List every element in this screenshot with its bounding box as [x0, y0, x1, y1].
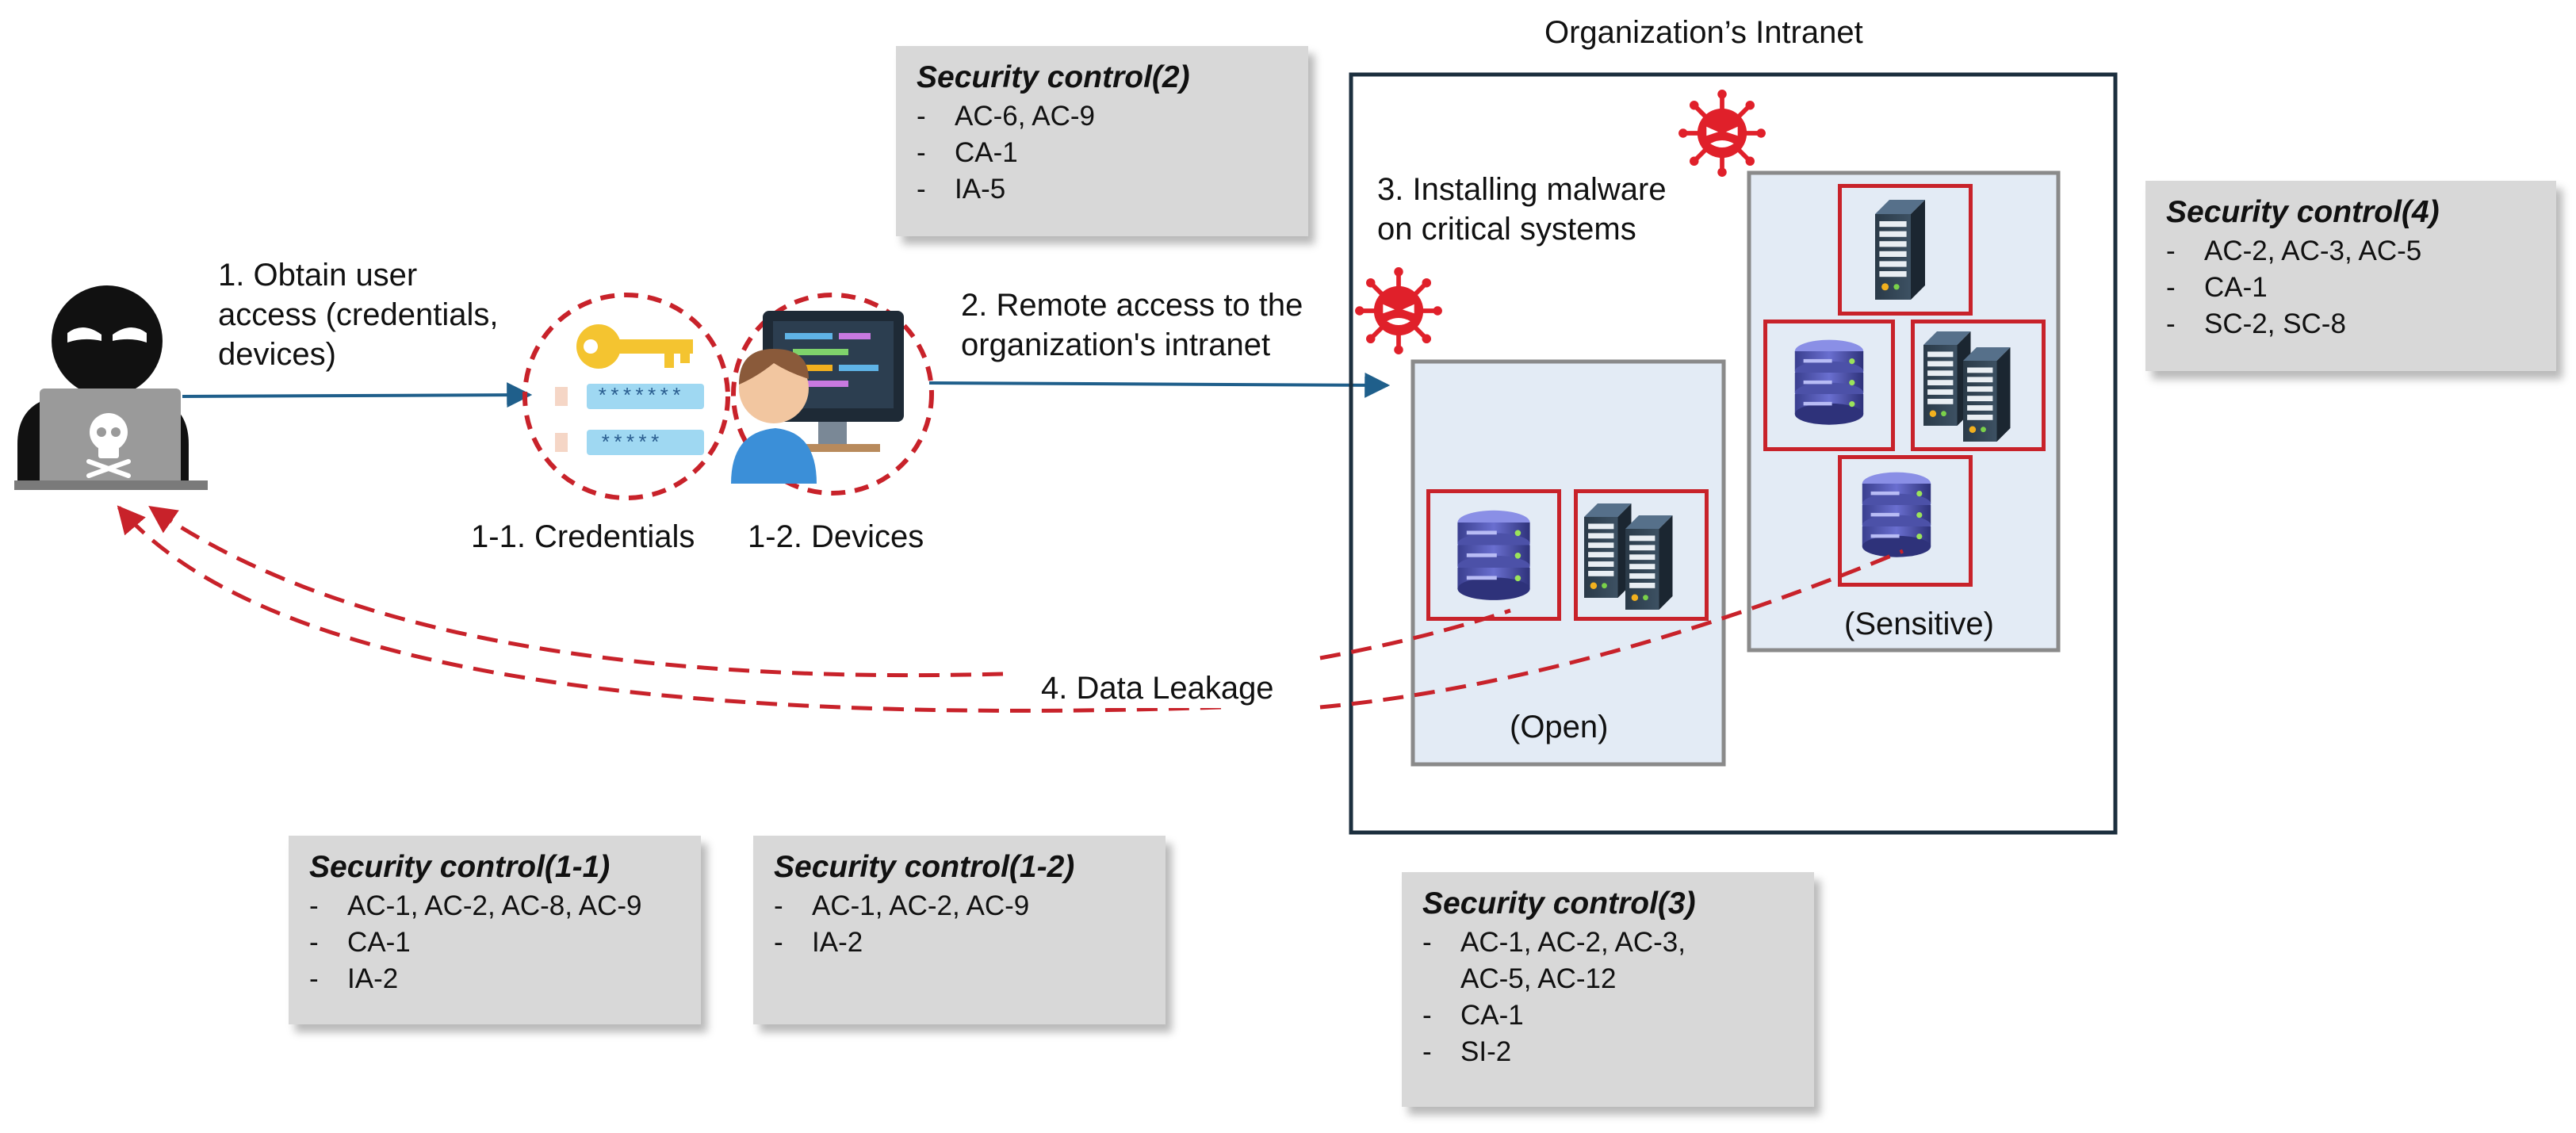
list-item: -CA-1 — [917, 137, 1018, 168]
open-rack-server-frame — [1574, 489, 1709, 621]
devices-circle — [731, 293, 934, 496]
list-item: -CA-1 — [309, 927, 411, 958]
sensitive-db-server-frame-bottom — [1838, 455, 1973, 587]
svg-text:*******: ******* — [596, 385, 683, 409]
security-control-1-1-list: -AC-1, AC-2, AC-8, AC-9 -CA-1 -IA-2 — [289, 886, 701, 997]
list-item: -AC-1, AC-2, AC-3, AC-5, AC-12 — [1422, 927, 1686, 994]
list-item: -IA-2 — [774, 927, 863, 958]
credentials-circle — [522, 293, 730, 500]
list-item: -IA-2 — [309, 963, 399, 994]
open-zone-label: (Open) — [1510, 710, 1609, 744]
hacker-laptop-icon — [14, 285, 208, 490]
open-db-server-frame — [1426, 489, 1561, 621]
list-item: -AC-2, AC-3, AC-5 — [2166, 235, 2422, 266]
svg-text:*****: ***** — [599, 432, 661, 456]
security-control-1-2-title: Security control(1-2) — [774, 850, 1075, 884]
sensitive-rack-server-frame-top — [1838, 184, 1973, 316]
list-item: -IA-5 — [917, 174, 1006, 205]
security-control-3-box: Security control(3) -AC-1, AC-2, AC-3, A… — [1402, 872, 1814, 1107]
list-item: -SC-2, SC-8 — [2166, 308, 2346, 339]
list-item: -AC-1, AC-2, AC-8, AC-9 — [309, 890, 642, 921]
user-at-computer-icon — [731, 311, 904, 484]
step-1-2-label: 1-2. Devices — [748, 519, 924, 554]
sensitive-db-server-frame — [1763, 320, 1895, 451]
security-control-3-title: Security control(3) — [1422, 886, 1696, 921]
security-control-2-title: Security control(2) — [917, 60, 1190, 94]
security-control-1-2-box: Security control(1-2) -AC-1, AC-2, AC-9 … — [753, 836, 1166, 1024]
step-1-label: 1. Obtain user access (credentials, devi… — [218, 258, 499, 372]
list-item: -CA-1 — [1422, 1000, 1524, 1031]
step-4-label: 4. Data Leakage — [1035, 668, 1280, 708]
arrow-obtain-access — [182, 382, 533, 408]
malware-virus-icon — [1355, 267, 1442, 354]
step-2-label: 2. Remote access to the organization's i… — [961, 288, 1303, 362]
arrow-remote-access — [928, 372, 1391, 398]
security-control-4-box: Security control(4) -AC-2, AC-3, AC-5 -C… — [2145, 181, 2556, 371]
security-control-2-list: -AC-6, AC-9 -CA-1 -IA-5 — [896, 97, 1308, 208]
list-item: -AC-1, AC-2, AC-9 — [774, 890, 1030, 921]
security-control-1-1-title: Security control(1-1) — [309, 850, 611, 884]
intranet-title: Organization’s Intranet — [1544, 15, 1863, 50]
list-item: -CA-1 — [2166, 272, 2268, 303]
step-1-1-label: 1-1. Credentials — [471, 519, 695, 554]
security-control-3-list: -AC-1, AC-2, AC-3, AC-5, AC-12 -CA-1 -SI… — [1402, 923, 1814, 1070]
security-control-1-2-list: -AC-1, AC-2, AC-9 -IA-2 — [753, 886, 1166, 961]
step-3-label: 3. Installing malware on critical system… — [1377, 172, 1667, 247]
security-control-4-list: -AC-2, AC-3, AC-5 -CA-1 -SC-2, SC-8 — [2145, 232, 2556, 343]
malware-virus-icon — [1678, 90, 1766, 177]
sensitive-rack-server-frame-right — [1911, 320, 2046, 451]
security-control-2-box: Security control(2) -AC-6, AC-9 -CA-1 -I… — [896, 46, 1308, 236]
sensitive-zone-label: (Sensitive) — [1844, 607, 1994, 641]
key-icon — [576, 324, 693, 369]
list-item: -SI-2 — [1422, 1036, 1512, 1067]
list-item: -AC-6, AC-9 — [917, 101, 1095, 132]
intranet-frame — [1349, 72, 2118, 835]
security-control-1-1-box: Security control(1-1) -AC-1, AC-2, AC-8,… — [289, 836, 701, 1024]
security-control-4-title: Security control(4) — [2166, 195, 2440, 229]
password-field-icon: ******* ***** — [555, 384, 704, 456]
